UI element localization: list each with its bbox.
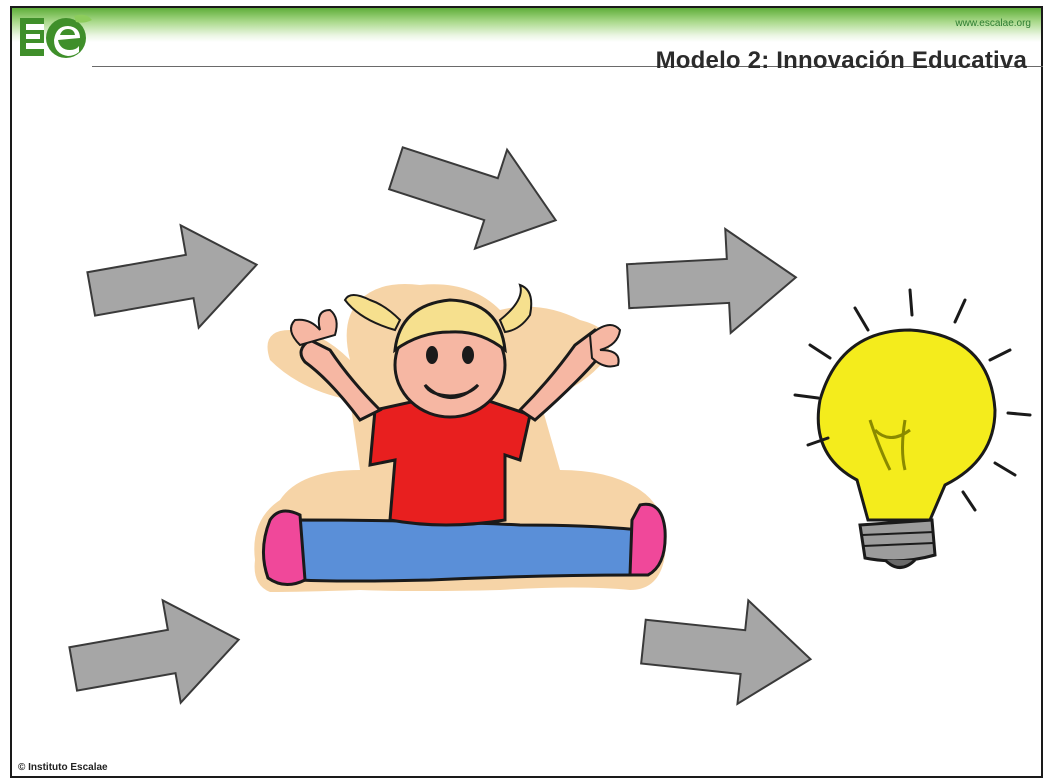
slide-title: Modelo 2: Innovación Educativa	[655, 47, 1027, 74]
light-bulb-icon	[793, 288, 1032, 569]
copyright-footer: © Instituto Escalae	[18, 762, 108, 773]
arrow-icon	[625, 227, 798, 335]
arrow-icon	[86, 223, 259, 330]
arrow-icon	[68, 598, 241, 705]
arrow-icon	[387, 146, 558, 251]
header-banner	[12, 8, 1041, 42]
jumping-girl-icon	[254, 283, 667, 592]
arrow-icon	[640, 598, 813, 706]
escalae-logo	[20, 14, 92, 58]
title-divider	[92, 66, 1043, 67]
site-url[interactable]: www.escalae.org	[955, 18, 1031, 29]
